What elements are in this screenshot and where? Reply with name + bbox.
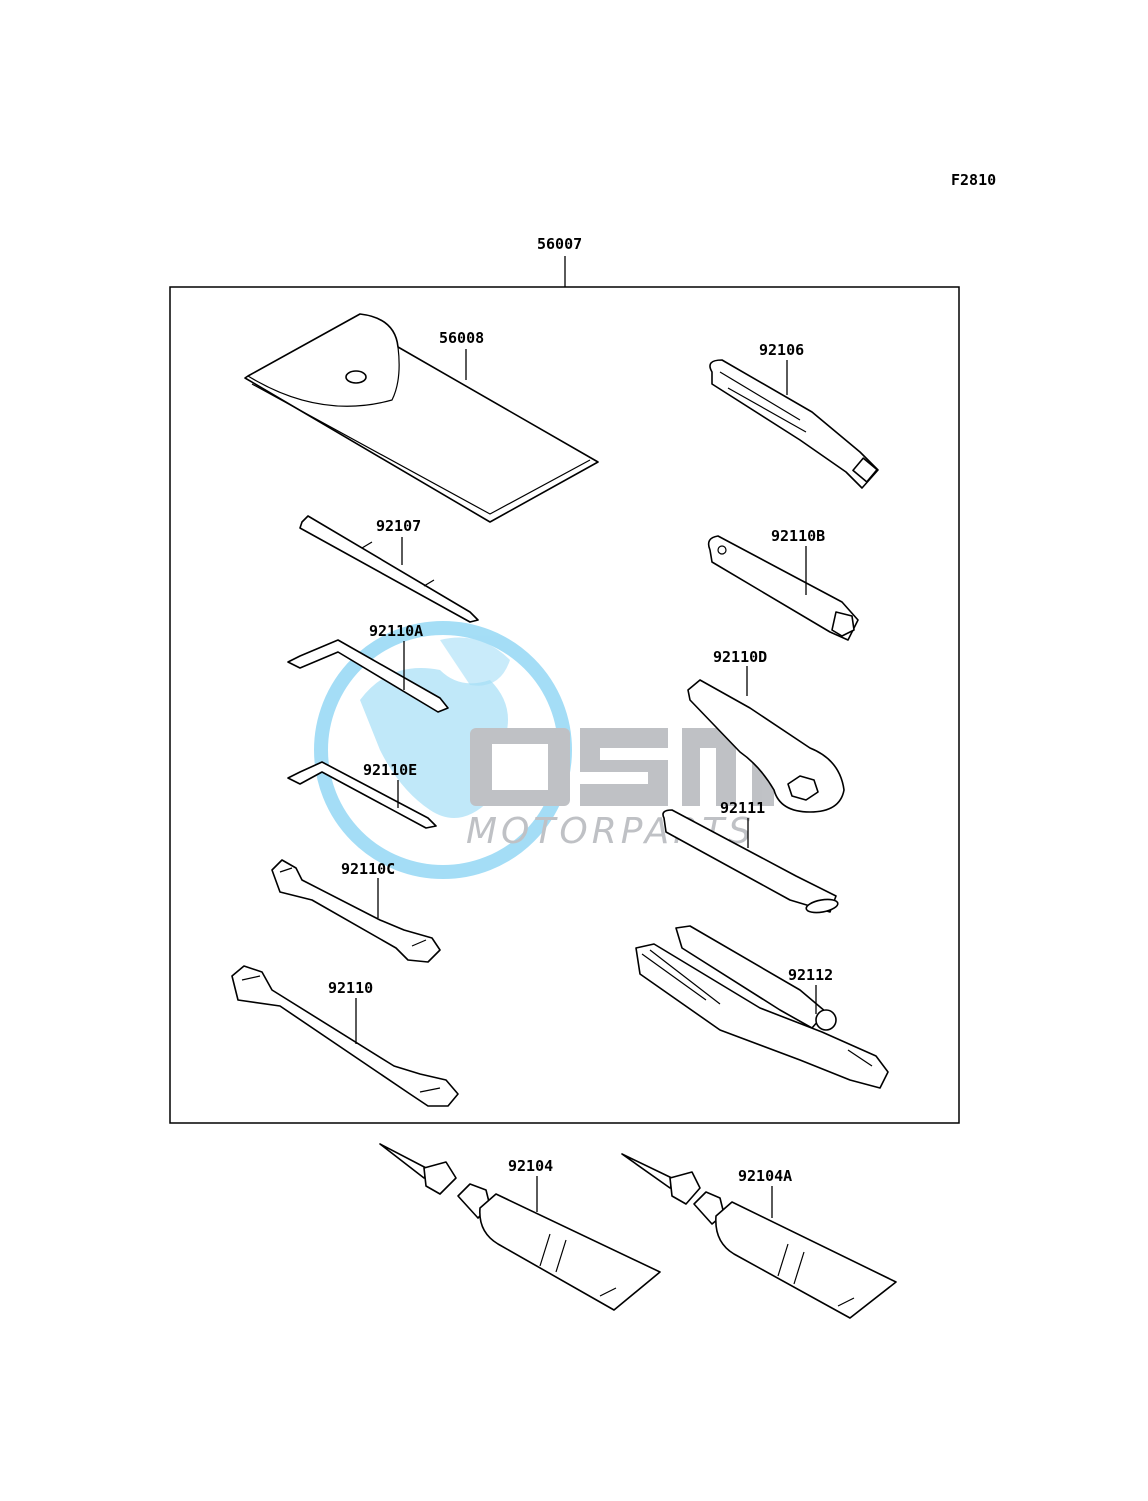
open-wrench-small[interactable]: 92110C: [271, 859, 441, 963]
label-92112: 92112: [788, 966, 833, 984]
grease-tube[interactable]: 92104: [379, 1143, 661, 1311]
label-92110A: 92110A: [369, 622, 423, 640]
open-wrench[interactable]: 92110: [231, 965, 459, 1107]
label-56008: 56008: [439, 329, 484, 347]
label-92110C: 92110C: [341, 860, 395, 878]
label-92110E: 92110E: [363, 761, 417, 779]
box-wrench[interactable]: 92110D: [687, 648, 845, 813]
label-92104: 92104: [508, 1157, 553, 1175]
kit-frame: [169, 286, 960, 1124]
label-92110: 92110: [328, 979, 373, 997]
hex-key-a[interactable]: 92110A: [287, 622, 449, 713]
label-92110B: 92110B: [771, 527, 825, 545]
screwdriver-bit[interactable]: 92107: [299, 515, 479, 623]
label-92111: 92111: [720, 799, 765, 817]
tool-bag[interactable]: 56008: [244, 313, 599, 523]
label-92104A: 92104A: [738, 1167, 792, 1185]
label-92106: 92106: [759, 341, 804, 359]
hex-key-e[interactable]: 92110E: [287, 761, 437, 829]
kit-label: 56007: [537, 235, 582, 253]
grease-tube-a[interactable]: 92104A: [621, 1153, 897, 1319]
label-92107: 92107: [376, 517, 421, 535]
label-92110D: 92110D: [713, 648, 767, 666]
screwdriver-handle[interactable]: 92106: [709, 341, 879, 489]
pliers[interactable]: 92112: [635, 925, 889, 1089]
plug-wrench[interactable]: 92110B: [707, 527, 859, 641]
extension-bar[interactable]: 92111: [662, 799, 839, 915]
figure-code: F2810: [951, 171, 996, 189]
